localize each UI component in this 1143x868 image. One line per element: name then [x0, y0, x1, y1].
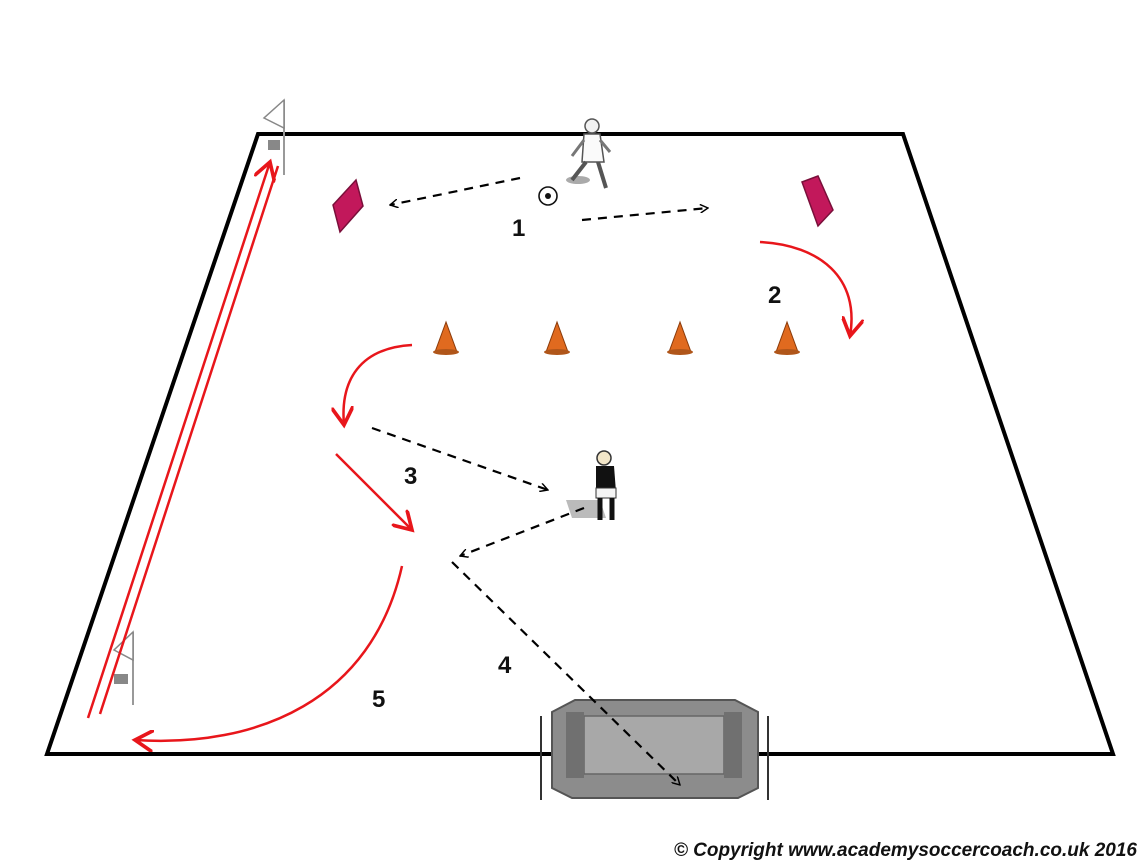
run-arrow-touchline-2	[98, 165, 280, 715]
run-arrow-2	[759, 240, 852, 336]
corner-flag-icon	[262, 98, 285, 175]
player-white-icon	[566, 118, 612, 189]
player-black-icon	[566, 450, 617, 520]
cone-icon	[433, 320, 459, 355]
step-label-4: 4	[498, 652, 512, 679]
run-arrow-3	[335, 453, 412, 530]
pass-arrow-return	[460, 506, 585, 556]
copyright-notice: © Copyright www.academysoccercoach.co.uk…	[673, 840, 1137, 861]
mini-goal-icon	[801, 175, 834, 228]
goal-icon	[540, 699, 769, 800]
shot-arrow-4	[451, 561, 680, 785]
cone-icon	[667, 320, 693, 355]
run-arrow-5	[135, 565, 404, 741]
pitch-outline	[44, 132, 1116, 756]
cone-icon	[544, 320, 570, 355]
step-label-1: 1	[512, 215, 525, 242]
mini-goal-icon	[332, 178, 364, 234]
pass-arrow-1a	[390, 176, 521, 205]
ball-icon	[538, 186, 558, 206]
step-label-5: 5	[372, 686, 385, 713]
run-arrow-curve	[344, 343, 413, 425]
step-label-3: 3	[404, 463, 417, 490]
step-label-2: 2	[768, 282, 781, 309]
pass-arrow-1b	[581, 208, 708, 222]
run-arrow-touchline	[86, 162, 270, 719]
cone-icon	[774, 320, 800, 355]
